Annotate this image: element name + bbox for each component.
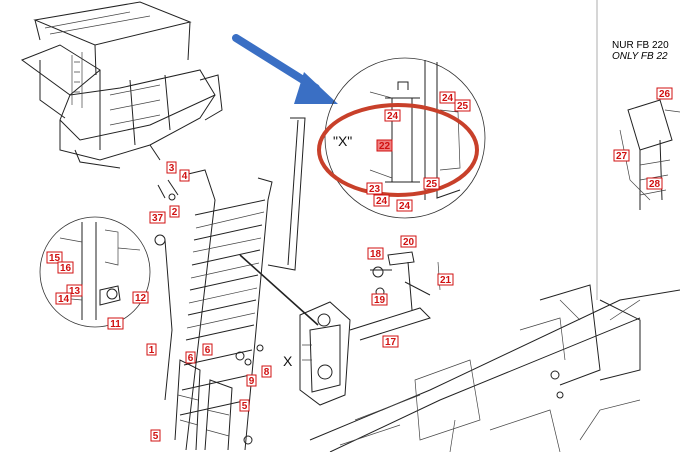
callout-label: 25	[457, 101, 469, 112]
callout-label: 24	[387, 111, 399, 122]
callout-label: 21	[440, 275, 452, 286]
callout-label: 4	[182, 171, 188, 182]
note-line-2: ONLY FB 22	[612, 51, 668, 62]
callout-c22: 22	[376, 139, 393, 152]
view-label: X	[283, 353, 293, 369]
callout-c28: 28	[646, 177, 663, 190]
callout-label: 15	[49, 253, 61, 264]
callout-label: 5	[242, 401, 248, 412]
latch-mechanism	[349, 251, 441, 341]
ladder	[164, 117, 306, 451]
callout-label: 24	[442, 93, 454, 104]
callout-label: 24	[376, 196, 388, 207]
leader-line	[239, 254, 319, 326]
callout-label: 8	[264, 367, 270, 378]
callout-label: 22	[379, 141, 391, 152]
callout-label: 2	[172, 207, 178, 218]
callout-c4: 4	[179, 169, 190, 182]
callout-label: 17	[385, 337, 397, 348]
callout-label: 6	[205, 345, 211, 356]
callout-c17: 17	[382, 335, 399, 348]
callout-c6b: 6	[202, 343, 213, 356]
callout-c26: 26	[656, 87, 673, 100]
callout-c12: 12	[132, 291, 149, 304]
callout-c21: 21	[437, 273, 454, 286]
callout-c23: 23	[366, 182, 383, 195]
right-detail	[619, 99, 680, 210]
callout-label: 13	[69, 286, 81, 297]
callout-c27: 27	[613, 149, 630, 162]
small-parts	[154, 179, 264, 445]
bracket-view-x	[299, 301, 351, 406]
callout-c24d: 24	[396, 199, 413, 212]
callout-label: 26	[659, 89, 671, 100]
callout-c11: 11	[107, 317, 124, 330]
callout-label: 20	[403, 237, 415, 248]
callout-c14: 14	[55, 292, 72, 305]
callout-label: 12	[135, 293, 147, 304]
model-note: NUR FB 220 ONLY FB 22	[612, 40, 680, 62]
callout-label: 24	[399, 201, 411, 212]
callout-label: 6	[188, 353, 194, 364]
callout-c18: 18	[367, 247, 384, 260]
callout-label: 25	[426, 179, 438, 190]
callout-label: 23	[369, 184, 381, 195]
callout-label: 11	[110, 319, 121, 330]
callout-label: 16	[60, 263, 72, 274]
callout-label: 9	[249, 376, 255, 387]
callout-c24b: 24	[439, 91, 456, 104]
callout-c19: 19	[371, 293, 388, 306]
callout-c20: 20	[400, 235, 417, 248]
callout-label: 27	[616, 151, 628, 162]
callout-label: 18	[370, 249, 382, 260]
callout-c1: 1	[146, 343, 157, 356]
callout-label: 1	[149, 345, 155, 356]
callout-label: 19	[374, 295, 386, 306]
pointer-arrow	[232, 34, 338, 104]
machine-overview	[20, 1, 223, 169]
callout-c37: 37	[149, 211, 166, 224]
callout-label: 37	[152, 213, 164, 224]
detail-circle-left	[39, 216, 151, 328]
callout-labels: 1234556689111213141516171819202122232424…	[46, 87, 673, 442]
callout-c16: 16	[57, 261, 74, 274]
callout-c15: 15	[46, 251, 63, 264]
callout-label: 3	[169, 163, 175, 174]
callout-c8: 8	[261, 365, 272, 378]
callout-c24a: 24	[384, 109, 401, 122]
callout-c5b: 5	[239, 399, 250, 412]
callout-c9: 9	[246, 374, 257, 387]
callout-c24c: 24	[373, 194, 390, 207]
detail-label: "X"	[333, 133, 352, 149]
callout-c3: 3	[166, 161, 177, 174]
callout-c5a: 5	[150, 429, 161, 442]
callout-label: 28	[649, 179, 661, 190]
callout-c6a: 6	[185, 351, 196, 364]
callout-c25a: 25	[454, 99, 471, 112]
frame-structure	[309, 284, 680, 452]
callout-label: 14	[58, 294, 70, 305]
callout-c13: 13	[66, 284, 83, 297]
note-line-1: NUR FB 220	[612, 40, 669, 51]
callout-c2: 2	[169, 205, 180, 218]
callout-c25b: 25	[423, 177, 440, 190]
callout-label: 5	[153, 431, 159, 442]
highlight-ellipse	[317, 103, 479, 197]
